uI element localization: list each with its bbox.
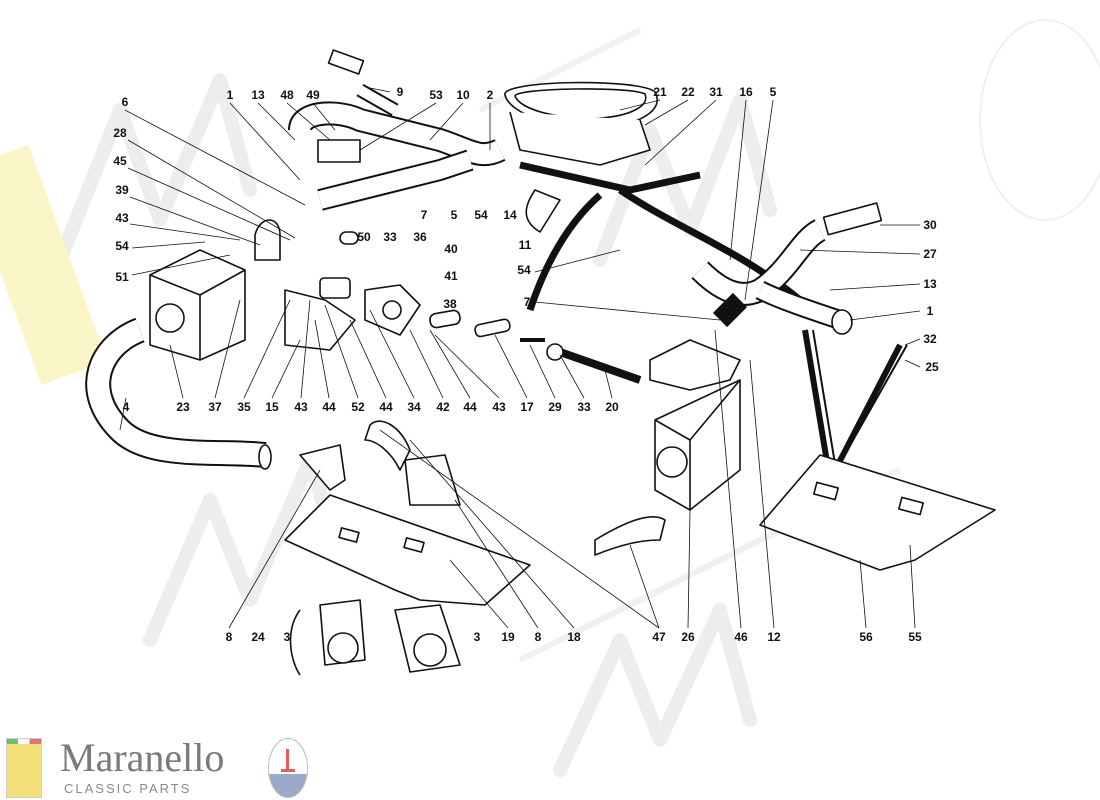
part-label: 34 [407, 400, 421, 414]
part-label: 18 [567, 630, 581, 644]
part-label: 25 [925, 360, 939, 374]
part-label: 1 [926, 304, 934, 318]
maranello-logo: Maranello CLASSIC PARTS [6, 738, 326, 798]
maserati-trident-icon [268, 738, 308, 798]
part-label: 44 [379, 400, 393, 414]
part-label: 24 [251, 630, 265, 644]
part-label: 17 [520, 400, 534, 414]
part-label: 39 [115, 183, 129, 197]
part-label: 31 [709, 85, 723, 99]
part-label: 27 [923, 247, 937, 261]
part-label: 7 [420, 208, 428, 222]
part-label: 33 [383, 230, 397, 244]
part-label: 8 [225, 630, 233, 644]
part-label: 21 [653, 85, 667, 99]
part-label: 14 [503, 208, 517, 222]
part-label: 5 [450, 208, 458, 222]
part-label: 42 [436, 400, 450, 414]
part-label: 3 [283, 630, 291, 644]
part-label: 50 [357, 230, 371, 244]
part-label: 36 [413, 230, 427, 244]
part-label: 46 [734, 630, 748, 644]
part-label: 35 [237, 400, 251, 414]
part-label: 43 [115, 211, 129, 225]
elbow-8 [299, 444, 346, 491]
part-label: 10 [456, 88, 470, 102]
part-label: 30 [923, 218, 937, 232]
elbow-8b [404, 454, 461, 506]
part-label: 26 [681, 630, 695, 644]
floor-plate-56 [759, 454, 996, 571]
part-label: 13 [923, 277, 937, 291]
part-label: 43 [492, 400, 506, 414]
part-label: 52 [351, 400, 365, 414]
part-label: 2 [486, 88, 494, 102]
vent-30 [822, 202, 883, 236]
ferrari-shield-icon [6, 738, 42, 798]
part-label: 54 [517, 263, 531, 277]
part-label: 22 [681, 85, 695, 99]
part-label: 54 [115, 239, 129, 253]
part-label: 15 [265, 400, 279, 414]
vent-9 [327, 49, 365, 75]
floor-plate-24 [284, 494, 531, 606]
part-label: 43 [294, 400, 308, 414]
bracket-15 [284, 289, 356, 351]
part-label: 51 [115, 270, 129, 284]
part-label: 19 [501, 630, 515, 644]
part-label: 13 [251, 88, 265, 102]
part-label: 40 [444, 242, 458, 256]
part-label: 20 [605, 400, 619, 414]
part-label: 1 [226, 88, 234, 102]
part-label: 11 [518, 238, 532, 252]
part-label: 7 [523, 295, 531, 309]
part-label: 5 [769, 85, 777, 99]
brand-tagline: CLASSIC PARTS [64, 781, 192, 796]
watermark-maserati-badge [979, 19, 1100, 221]
part-label: 48 [280, 88, 294, 102]
part-label: 45 [113, 154, 127, 168]
part-label: 38 [443, 297, 457, 311]
leader-lines [119, 87, 921, 629]
watermark-ferrari-badge [0, 144, 108, 386]
part-label: 44 [463, 400, 477, 414]
part-label: 6 [121, 95, 129, 109]
heater-box-right [654, 379, 741, 511]
part-label: 29 [548, 400, 562, 414]
part-label: 41 [444, 269, 458, 283]
part-label: 4 [122, 400, 130, 414]
part-label: 16 [739, 85, 753, 99]
part-label: 8 [534, 630, 542, 644]
part-label: 49 [306, 88, 320, 102]
part-label: 3 [473, 630, 481, 644]
part-label: 54 [474, 208, 488, 222]
part-label: 37 [208, 400, 222, 414]
part-label: 53 [429, 88, 443, 102]
part-label: 12 [767, 630, 781, 644]
part-label: 44 [322, 400, 336, 414]
hose-47 [594, 515, 666, 556]
hose-18 [364, 420, 411, 471]
part-label: 32 [923, 332, 937, 346]
part-label: 55 [908, 630, 922, 644]
part-label: 56 [859, 630, 873, 644]
valve-53 [317, 139, 361, 163]
brand-name: Maranello [60, 735, 225, 780]
part-label: 33 [577, 400, 591, 414]
part-label: 23 [176, 400, 190, 414]
part-label: 28 [113, 126, 127, 140]
hose-11 [525, 189, 561, 233]
part-label: 9 [396, 85, 404, 99]
part-label: 47 [652, 630, 666, 644]
